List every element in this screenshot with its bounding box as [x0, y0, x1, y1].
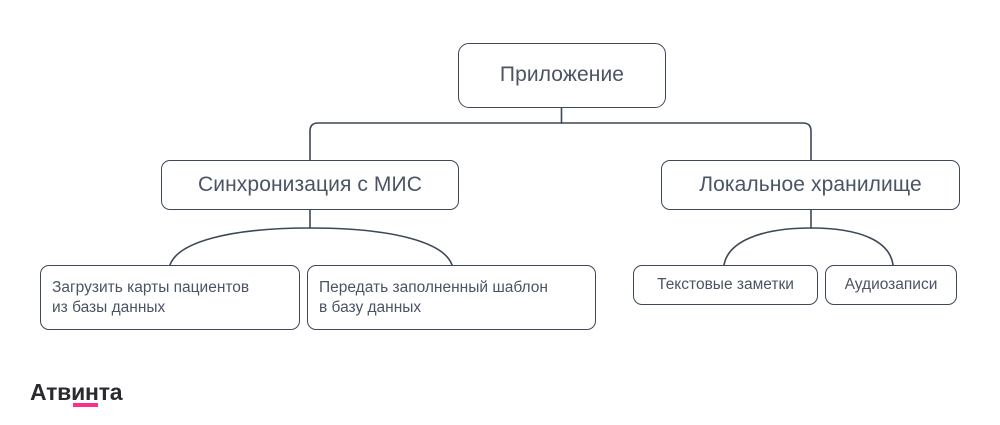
node-text-notes[interactable]: Текстовые заметки	[633, 265, 818, 305]
edge-root-to-sync	[309, 122, 563, 161]
edge-storage-to-text-notes	[723, 227, 812, 266]
node-send-filled-template[interactable]: Передать заполненный шаблон в базу данны…	[307, 265, 596, 330]
node-local-storage[interactable]: Локальное хранилище	[661, 160, 960, 210]
edge-sync-to-send-template	[309, 227, 453, 266]
node-audio-records[interactable]: Аудиозаписи	[825, 265, 957, 305]
edge-root-to-storage	[560, 122, 812, 161]
edge-sync-to-load-cards	[169, 227, 311, 266]
edge-storage-to-audio	[810, 227, 894, 266]
brand-logo: Атвинта	[30, 379, 123, 407]
node-sync-with-mis[interactable]: Синхронизация с МИС	[161, 160, 459, 210]
brand-logo-text: Атвинта	[30, 379, 123, 405]
brand-logo-accent-underline	[73, 403, 98, 407]
node-load-patient-cards[interactable]: Загрузить карты пациентов из базы данных	[40, 265, 300, 330]
node-application[interactable]: Приложение	[458, 43, 666, 108]
